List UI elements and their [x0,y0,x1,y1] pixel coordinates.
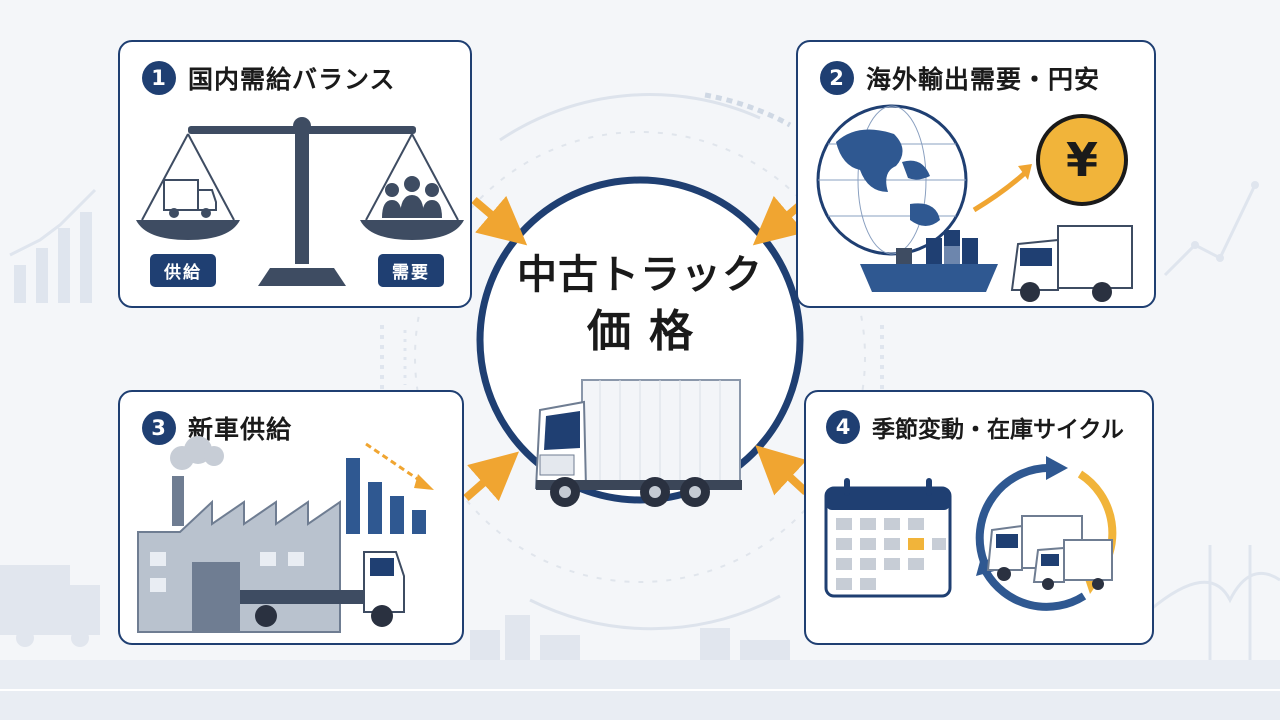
factor-2-number: 2 [820,61,854,95]
factor-1-title: 国内需給バランス [188,65,396,94]
truck-icon [240,551,405,627]
calendar-icon [824,478,952,598]
people-icon [382,176,442,218]
background-bridge [1149,545,1280,660]
balance-scale-icon [136,117,464,286]
declining-bar-chart-icon [346,442,434,534]
factor-panel-4: 4 季節変動・在庫サイクル [804,390,1154,645]
yen-coin-icon [1036,114,1128,206]
supply-label: 供給 [150,254,216,287]
globe-icon [816,104,968,256]
factor-panel-1: 1 国内需給バランス 供給 需要 [118,40,472,308]
factory-icon [137,436,341,633]
truck-icon [1010,225,1133,302]
factor-4-number: 4 [826,410,860,444]
factor-3-number: 3 [142,411,176,445]
factor-panel-2: 2 海外輸出需要・円安 ¥ [796,40,1156,308]
center-title: 中古トラック 価格 [498,250,782,359]
background-skyline [470,615,790,660]
background-truck-silhouette [0,565,100,647]
truck-icon [163,179,217,218]
truck-icon [534,379,742,507]
factor-3-heading: 3 新車供給 [142,410,292,446]
background-line-chart-icon [1163,184,1257,277]
factor-2-title: 海外輸出需要・円安 [866,65,1101,94]
factor-1-heading: 1 国内需給バランス [142,60,396,96]
arrow-factor-4 [755,445,809,496]
center-title-line2: 価格 [587,306,711,357]
factor-4-title: 季節変動・在庫サイクル [872,417,1124,443]
background-bar-chart-icon [14,212,92,303]
factor-4-heading: 4 季節変動・在庫サイクル [826,410,1124,444]
factor-2-heading: 2 海外輸出需要・円安 [820,60,1100,96]
seasonal-cycle-illustration [824,456,1117,611]
cargo-ship-icon [860,230,998,292]
factor-panel-3: 3 新車供給 [118,390,464,645]
export-illustration: ¥ [816,104,1133,302]
demand-label: 需要 [378,254,444,287]
factor-1-number: 1 [142,61,176,95]
truck-icon [1032,539,1113,590]
yen-symbol: ¥ [1066,133,1098,187]
arrow-factor-1 [471,195,528,246]
center-title-line1: 中古トラック [517,252,763,298]
new-vehicle-illustration [137,436,434,633]
arrow-factor-3 [463,451,520,502]
